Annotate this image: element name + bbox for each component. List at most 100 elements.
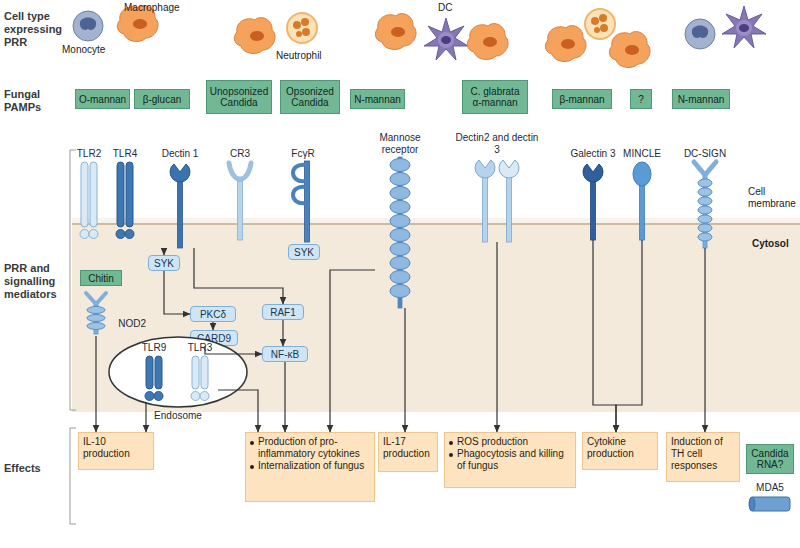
node-text: Chitin [88,273,114,284]
node-text: β-mannan [559,94,604,105]
graphic-part [375,14,416,50]
signal-arrow [330,270,375,432]
receptor: Mannose receptor [375,132,425,308]
node-text: ? [638,94,644,105]
graphic-part [145,392,154,401]
receptor: Dectin2 and dectin 3 [462,132,532,242]
bullet-dot [250,441,254,445]
row-header: Fungal PAMPs [4,88,66,114]
signal-arrow [704,248,705,432]
graphic-part [583,164,603,182]
graphic-part [722,6,766,48]
node-text: N-mannan [354,94,401,105]
signal-arrow [95,336,96,432]
node-text: β-glucan [143,94,182,105]
graphic-part [633,162,651,186]
graphic-part [467,24,508,60]
graphic-part [81,162,88,227]
node-text: Dectin 1 [145,148,215,160]
signal-arrow [593,240,616,432]
pamp-box: N-mannan [350,89,405,109]
graphic-part [293,187,305,203]
graphic-part [192,356,199,389]
shape-outline [182,355,218,402]
mediator-box: SYK [288,244,320,260]
graphic-part [80,230,89,239]
graphic-part [545,26,586,62]
receptor: DC-SIGN [680,148,730,248]
node-text: ROS production [457,436,571,448]
node-text: SYK [154,258,174,269]
pamp-box: C. glabrata α-mannan [462,80,528,114]
pamp-box: Opsonized Candida [280,80,340,114]
graphic-part [287,13,317,43]
graphic-part [390,173,410,186]
signal-arrow [163,248,164,255]
pamp-box: Chitin [80,270,122,286]
shape-outline [108,161,142,240]
endosomal-receptor: TLR3 [182,342,218,402]
graphic-part [234,18,275,54]
shape-outline [744,495,796,522]
graphic-part [109,337,247,407]
membrane-label: Cell membrane [748,186,800,210]
cytosol-area [72,224,800,412]
node-text: TLR9 [126,342,182,354]
signal-arrow [218,390,258,432]
shape-outline [220,161,260,240]
graphic-part [87,315,105,322]
shape-outline [620,161,664,240]
graphic-part [238,177,243,240]
effect-box: Production of pro-inflammatory cytokines… [245,432,375,502]
graphic-part [698,188,712,196]
signal-arrow [496,242,497,432]
row-header: PRR and signalling mediators [4,262,66,301]
graphic-part [698,206,712,214]
node-text: IL-10 production [83,436,149,460]
node-text: NOD2 [118,318,146,330]
graphic-part [499,160,519,178]
graphic-part [698,224,712,232]
graphic-part [87,323,105,330]
receptor: FcγR [283,148,323,242]
graphic-part [86,293,106,304]
shape-outline [283,161,323,242]
mediator-box: PKCδ [190,306,236,322]
node-text: MDA5 [734,482,800,494]
effect-box: ROS productionPhagocytosis and killing o… [444,432,576,488]
graphic-part [685,19,715,49]
cell-type-label: DC [438,2,462,14]
graphic-part [390,243,410,256]
bullet-row: Production of pro-inflammatory cytokines [250,436,370,460]
mediator-box: SYK [148,255,180,271]
graphic-part [591,181,596,240]
node-text: CR3 [210,148,270,160]
graphic-part [750,497,790,511]
graphic-part [390,215,410,228]
node-text: Production of pro-inflammatory cytokines [258,436,370,460]
pamp-box: β-glucan [134,89,190,109]
signal-arrow [284,362,285,432]
signal-arrow [205,346,262,354]
shape-outline [375,157,425,308]
graphic-part [483,177,488,242]
bullet-row: ROS production [449,436,571,448]
row-brackets [70,150,76,524]
node-text: MINCLE [610,148,674,160]
signal-arrow [616,240,642,432]
bullet-dot [250,465,254,469]
pamp-box: O-mannan [75,89,130,109]
graphic-part [609,32,650,68]
graphic-part [126,162,133,227]
graphic-part [178,181,183,248]
shape-outline [108,336,248,408]
node-text: Mannose receptor [365,132,435,156]
graphic-part [698,179,712,187]
node-text: Phagocytosis and killing of fungus [457,448,571,472]
pamp-box: N-mannan [672,89,730,109]
receptor: Dectin 1 [155,148,205,248]
cell-type-label: Monocyte [62,44,118,56]
node-text: Cytokine production [587,436,653,460]
graphic-part [698,233,712,241]
